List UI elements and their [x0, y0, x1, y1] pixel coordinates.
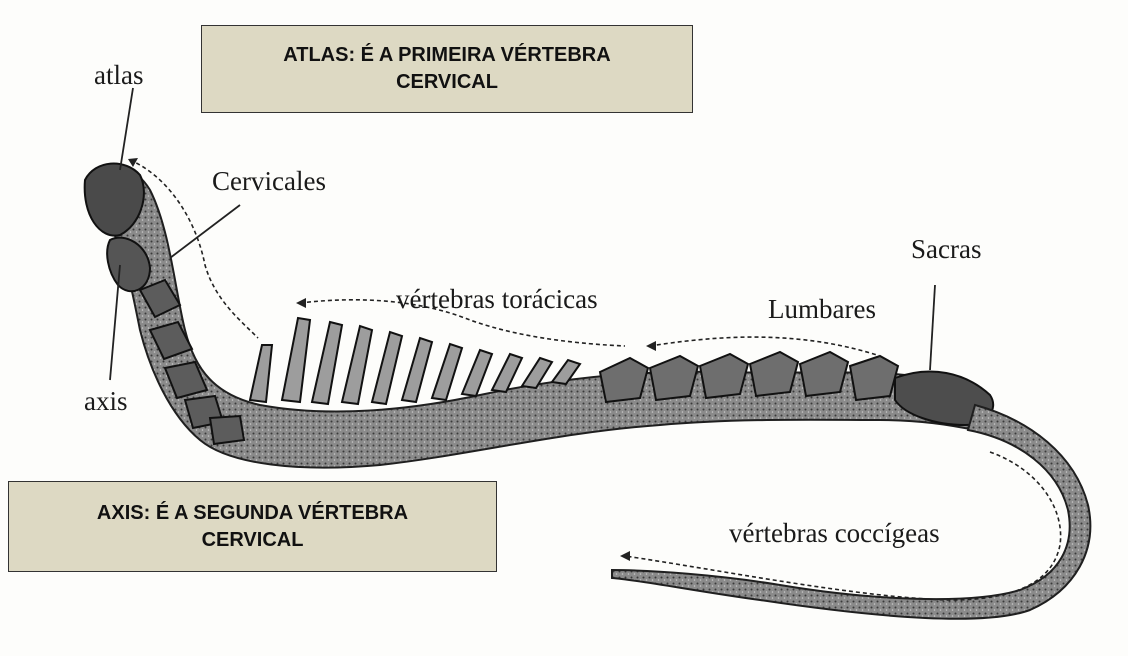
lumbar-arrowhead [646, 341, 656, 351]
atlas-label: atlas [94, 60, 143, 91]
atlas-callout-line2: CERVICAL [202, 69, 692, 96]
coccygeal-arrowhead [620, 551, 630, 561]
sacras-leader [930, 285, 935, 370]
cervicales-label: Cervicales [212, 166, 326, 197]
atlas-callout-box: ATLAS: É A PRIMEIRA VÉRTEBRA CERVICAL [201, 25, 693, 113]
thoracic-label: vértebras torácicas [396, 284, 598, 315]
lumbares-label: Lumbares [768, 294, 876, 325]
axis-callout-line1: AXIS: É A SEGUNDA VÉRTEBRA [9, 500, 496, 527]
axis-callout-box: AXIS: É A SEGUNDA VÉRTEBRA CERVICAL [8, 481, 497, 572]
atlas-leader [120, 88, 133, 170]
coccygeal-tail [612, 405, 1090, 619]
thoracic-arrowhead [296, 298, 306, 308]
lumbar-dashed-line [650, 337, 880, 356]
leader-lines [110, 88, 935, 380]
axis-callout-line2: CERVICAL [9, 527, 496, 554]
cervicales-leader [170, 205, 240, 258]
cervical-arrowhead [128, 158, 138, 167]
sacras-label: Sacras [911, 234, 981, 265]
atlas-callout-line1: ATLAS: É A PRIMEIRA VÉRTEBRA [202, 42, 692, 69]
coccygeal-label: vértebras coccígeas [729, 518, 940, 549]
axis-label: axis [84, 386, 128, 417]
